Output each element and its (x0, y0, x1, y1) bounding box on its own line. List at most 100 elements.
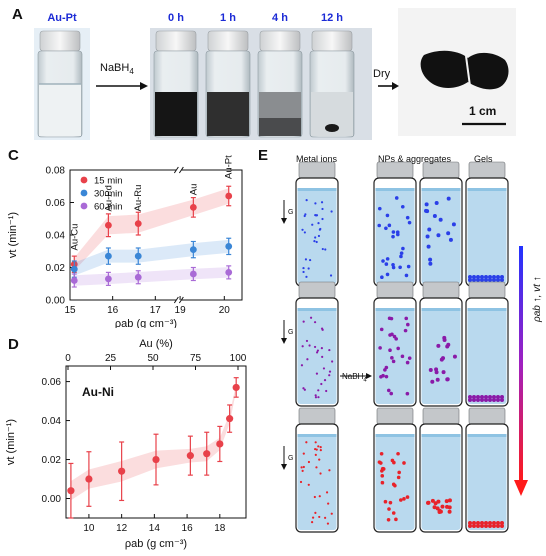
metal-ion (330, 512, 333, 515)
x-tick-label: 17 (150, 305, 162, 316)
liquid-surface (467, 434, 507, 437)
metal-ion (324, 516, 327, 519)
vial-label-12h: 12 h (320, 12, 343, 24)
gel-particle (476, 395, 480, 399)
metal-ion (300, 364, 304, 367)
legend-label: 15 min (94, 176, 123, 187)
gel-particle (488, 398, 492, 402)
nanoparticle (407, 356, 412, 360)
aggregate (448, 237, 453, 242)
metal-ion (323, 379, 327, 382)
vial-cap (468, 281, 506, 299)
panel-label-a: A (12, 6, 23, 23)
liquid-surface (421, 188, 461, 191)
gel-particle (496, 278, 500, 282)
gel-particle (496, 524, 500, 528)
x-tick-label: 14 (149, 523, 161, 534)
nanoparticle (391, 511, 396, 515)
nanoparticle (405, 391, 410, 396)
col-title-nps: NPs & aggregates (378, 154, 452, 164)
aggregate (428, 261, 433, 266)
metal-ion (302, 465, 305, 469)
metal-ion (304, 258, 308, 261)
metal-ion (314, 453, 317, 456)
metal-ion (314, 394, 317, 397)
metal-ion (314, 236, 317, 239)
y-tick-label: 0.04 (46, 231, 66, 242)
gel-particle (468, 395, 472, 399)
data-point (189, 246, 197, 254)
vial-cap (468, 161, 506, 179)
metal-ion (318, 495, 321, 498)
vial-cap (298, 407, 336, 425)
aggregate (439, 357, 444, 362)
data-point (232, 383, 240, 392)
aggregate (435, 377, 440, 382)
gel-particle (500, 398, 504, 402)
aggregate (424, 202, 429, 207)
vial-liquid (467, 308, 507, 404)
metal-ion (303, 388, 306, 391)
data-point (203, 450, 211, 458)
nanoparticle (404, 273, 409, 278)
panel-e-figure: GGG (281, 161, 528, 533)
nanoparticle (403, 328, 408, 333)
y-tick-label: 0.00 (42, 494, 62, 505)
data-point (225, 192, 233, 200)
metal-ion (301, 345, 304, 348)
gel-particle (496, 521, 500, 525)
vial-label-4h: 4 h (272, 12, 288, 24)
nanoparticle (385, 257, 390, 261)
vial-liquid (297, 308, 337, 404)
metal-ion (304, 213, 307, 216)
gel-particle (476, 521, 480, 525)
nanoparticle (396, 451, 400, 456)
liquid-surface (467, 308, 507, 311)
metal-ion (316, 349, 320, 352)
metal-ion (311, 223, 314, 226)
data-point (216, 440, 224, 448)
gel-particle (488, 524, 492, 528)
aggregate (436, 343, 441, 348)
metal-ion (309, 316, 313, 319)
col-title-metal-ions: Metal ions (296, 154, 338, 164)
vial-label-au-pt: Au-Pt (47, 12, 77, 24)
vial-label-1h: 1 h (220, 12, 236, 24)
reagent-label-e: NaBH4 (342, 372, 367, 384)
nanoparticle (391, 262, 395, 267)
nanoparticle (391, 265, 396, 270)
metal-ion (301, 469, 304, 472)
aggregate (446, 342, 451, 347)
metal-ion (317, 396, 320, 399)
metal-ion (330, 210, 333, 213)
gel-particle (484, 278, 488, 282)
panel-label-d: D (8, 336, 19, 353)
aggregate (440, 504, 445, 509)
axis-break (176, 297, 182, 303)
aggregate (425, 234, 430, 239)
metal-ion (305, 441, 308, 444)
nanoparticle (383, 499, 388, 504)
nanoparticle (379, 451, 384, 456)
aggregate (428, 257, 433, 262)
data-point (118, 467, 126, 475)
gel-particle (496, 275, 500, 279)
nanoparticle (388, 333, 392, 337)
aggregate (427, 227, 432, 232)
liquid-surface (297, 308, 337, 311)
metal-ion (314, 441, 317, 444)
metal-ion (300, 466, 303, 469)
nanoparticle (387, 223, 392, 228)
data-point (104, 221, 112, 229)
nanoparticle (381, 259, 385, 263)
vial-4h (257, 30, 303, 138)
data-point (134, 252, 142, 260)
nanoparticle (378, 346, 382, 350)
metal-ion (321, 355, 324, 359)
nanoparticle (391, 482, 396, 487)
metal-ion (314, 214, 318, 217)
y-tick-label: 0.02 (46, 263, 66, 274)
nanoparticle (386, 518, 391, 522)
legend-label: 60 min (94, 202, 123, 213)
